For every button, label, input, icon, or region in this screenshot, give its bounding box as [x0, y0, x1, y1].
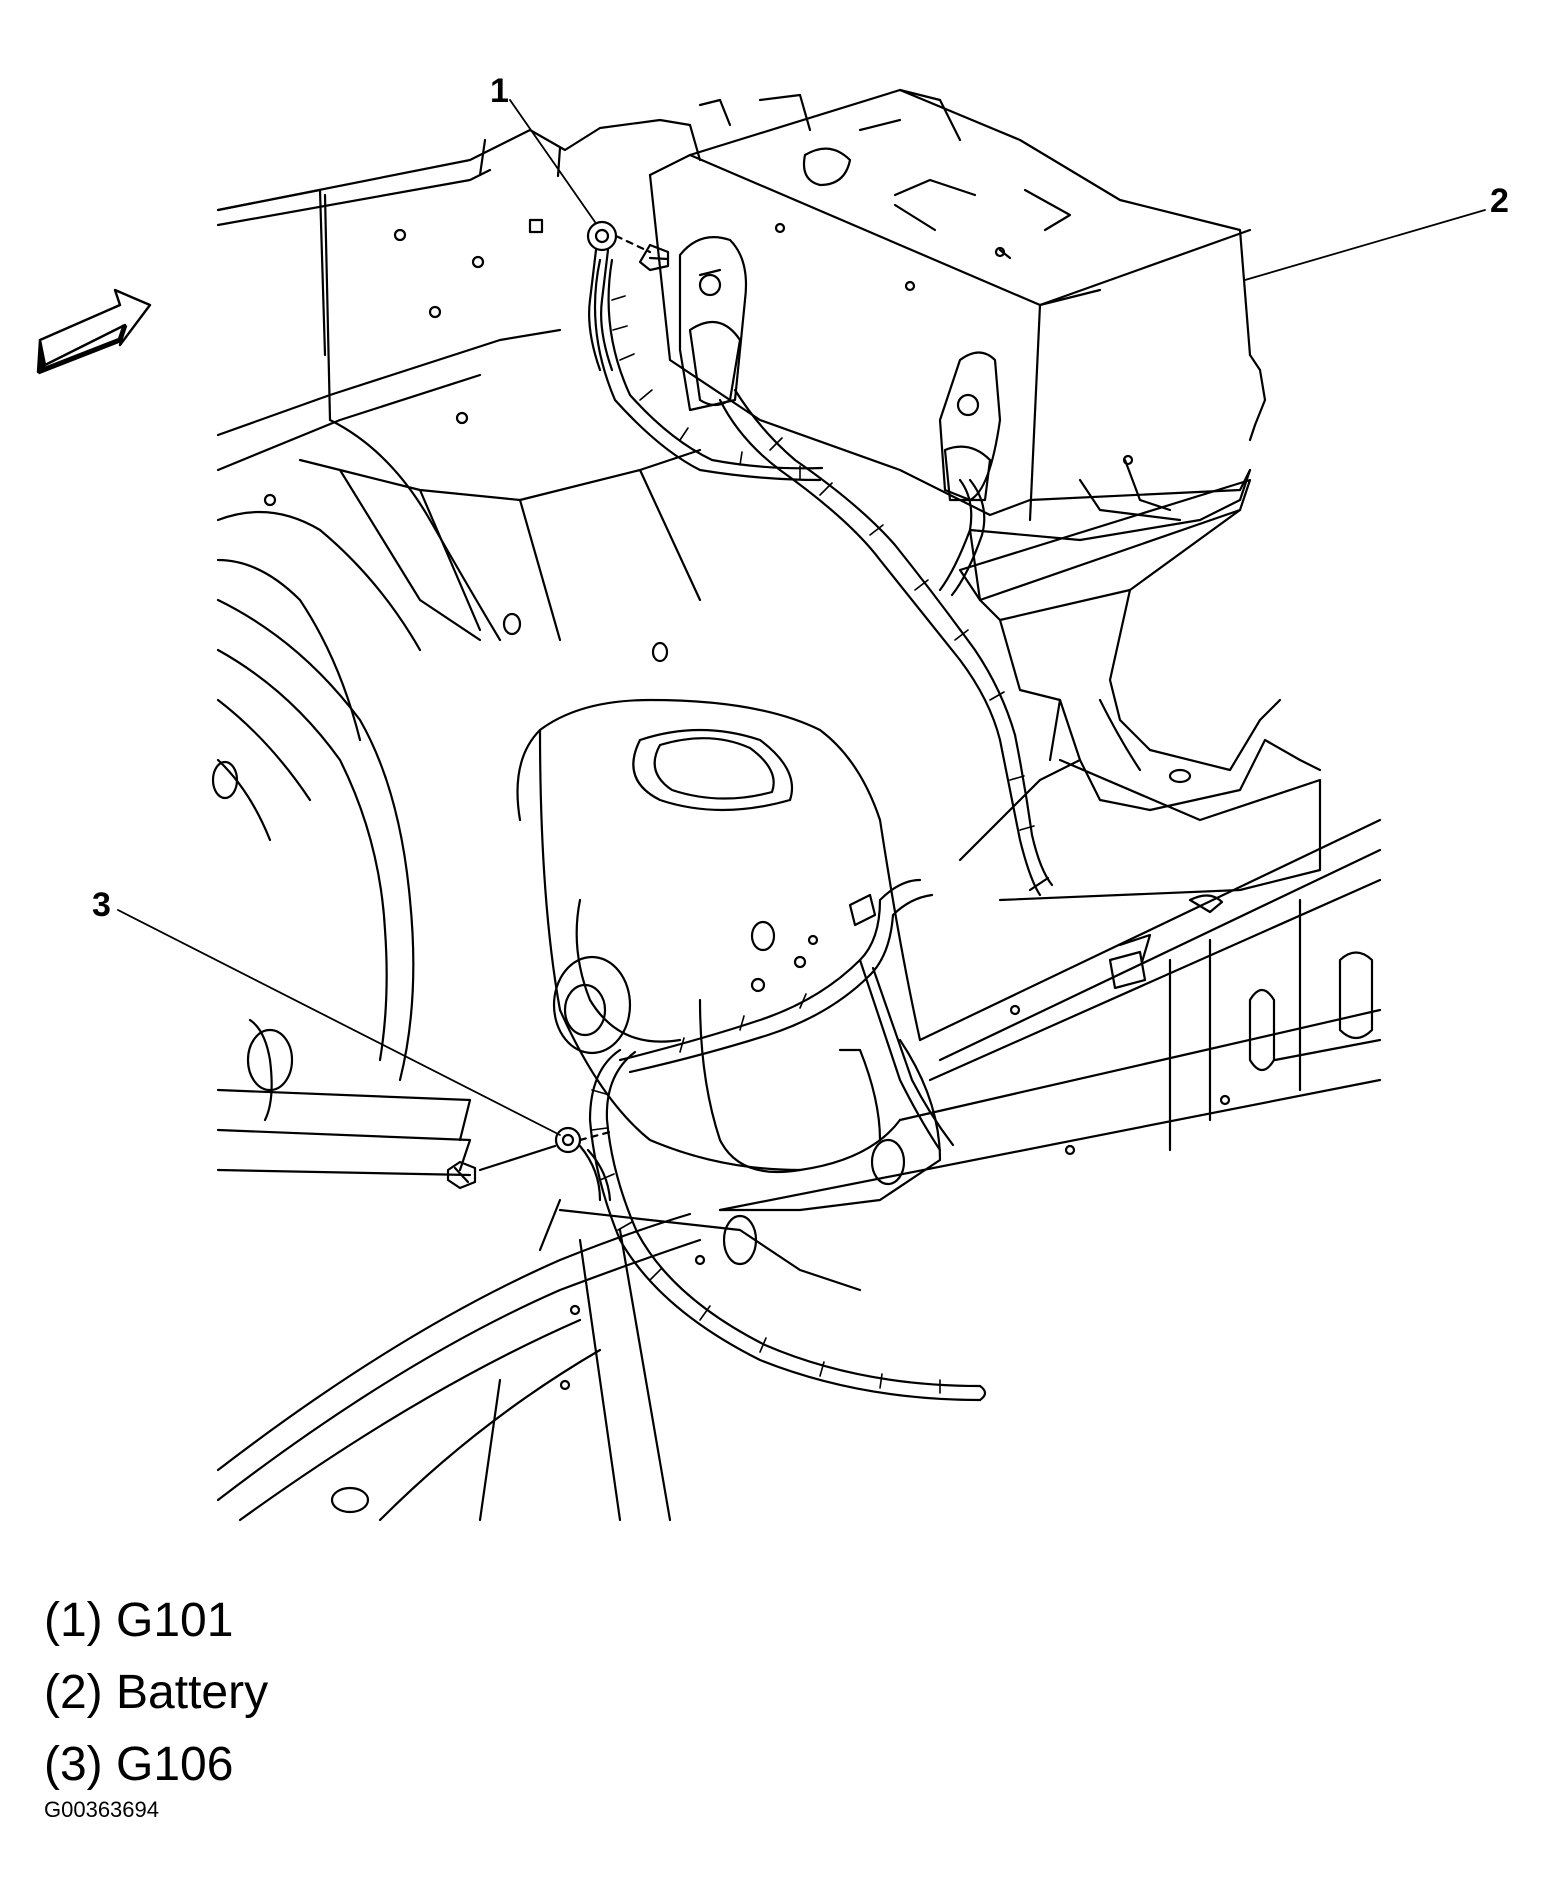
frame-rail [718, 818, 1382, 1212]
legend-label: G101 [116, 1594, 234, 1647]
battery-tray [958, 478, 1322, 902]
lower-harness [588, 878, 987, 1402]
ground-point-g101 [586, 220, 670, 372]
legend-number: (3) [44, 1738, 103, 1791]
firewall-panel [216, 118, 702, 422]
legend-number: (1) [44, 1594, 103, 1647]
lower-apron [216, 1198, 862, 1522]
callout-3: 3 [92, 886, 111, 924]
legend-label: G106 [116, 1738, 234, 1791]
legend: (1) G101 (2) Battery (3) G106 [44, 1585, 268, 1801]
legend-label: Battery [116, 1666, 269, 1719]
legend-item-2: (2) Battery [44, 1657, 268, 1729]
callout-leaders [117, 99, 1486, 1136]
callout-1: 1 [490, 72, 509, 110]
battery-cable-harness [593, 258, 1054, 897]
leader-line-2 [1244, 209, 1486, 281]
legend-number: (2) [44, 1666, 103, 1719]
ground-point-g106 [446, 1126, 612, 1202]
forward-arrow-icon [36, 288, 152, 375]
battery [648, 88, 1267, 602]
figure-id: G00363694 [44, 1797, 159, 1822]
legend-item-1: (1) G101 [44, 1585, 268, 1657]
legend-item-3: (3) G106 [44, 1729, 268, 1801]
callout-2: 2 [1490, 182, 1509, 220]
leader-line-1 [509, 99, 596, 223]
cowl-panel [216, 328, 702, 742]
wheelhouse [211, 598, 472, 1177]
leader-line-3 [117, 909, 561, 1136]
